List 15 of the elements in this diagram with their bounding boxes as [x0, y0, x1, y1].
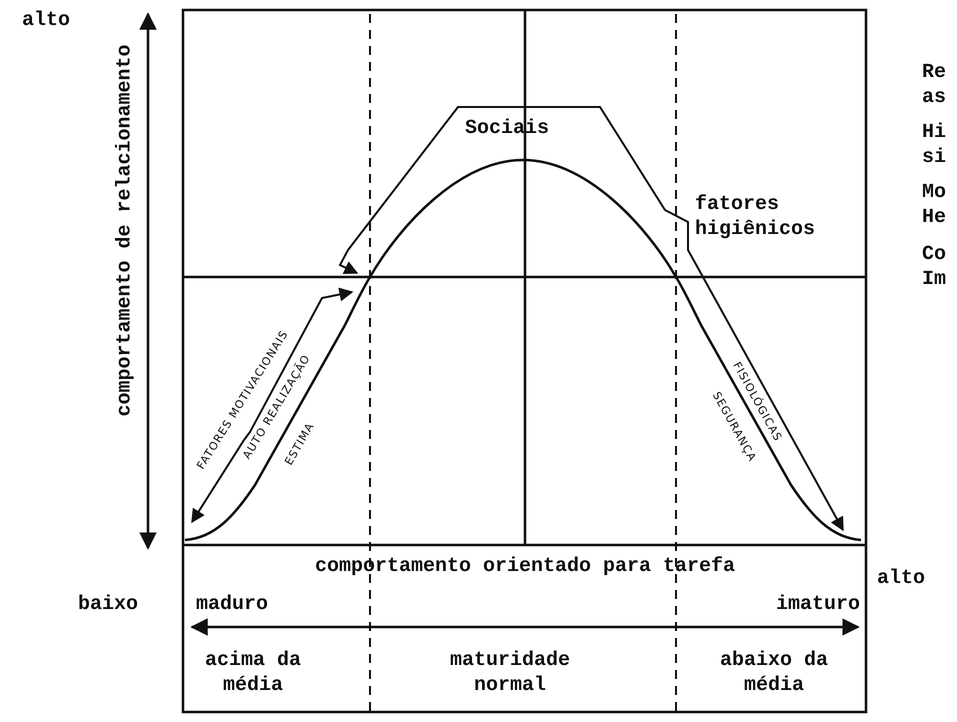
axis-title: comportamento de relacionamento [112, 43, 138, 419]
axis-title: comportamento orientado para tarefa [314, 554, 736, 579]
scale-label: acima da média [204, 648, 302, 698]
scale-label: maduro [196, 592, 268, 617]
axis-end-label: alto [22, 8, 70, 33]
region-label: fatores higiênicos [695, 192, 816, 242]
side-note: Co Im [922, 242, 948, 292]
scale-label: maturidade normal [448, 648, 572, 698]
side-note: Hi si [922, 120, 948, 170]
axis-end-label: baixo [78, 592, 138, 617]
side-note: Mo He [922, 180, 948, 230]
side-note: Re as [922, 60, 948, 110]
axis-end-label: alto [877, 566, 926, 591]
scale-label: abaixo da média [718, 648, 830, 698]
scale-label: imaturo [774, 592, 860, 617]
